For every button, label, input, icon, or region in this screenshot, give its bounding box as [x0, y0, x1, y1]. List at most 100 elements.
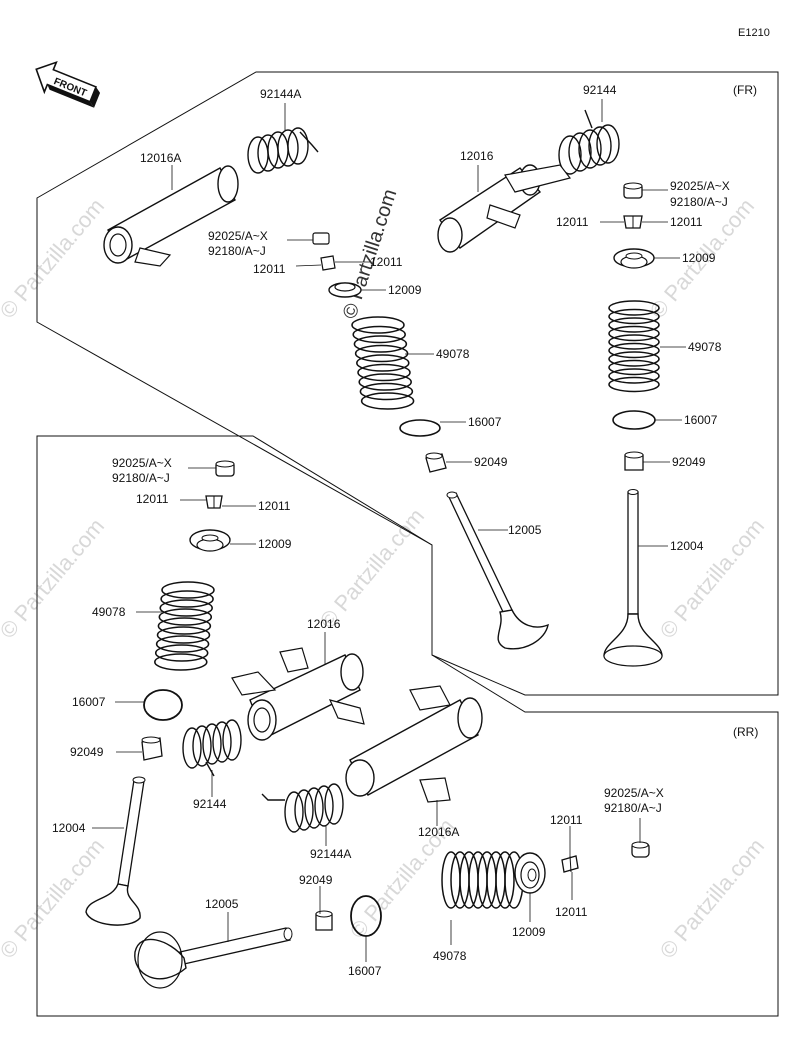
label-49078: 49078 — [688, 340, 722, 354]
spring-coil — [351, 316, 405, 334]
label-92049: 92049 — [672, 455, 706, 469]
label-12009: 12009 — [682, 251, 716, 265]
spring-coil — [608, 317, 660, 333]
label-12009: 12009 — [512, 925, 546, 939]
label-92025: 92025/A~X — [112, 456, 172, 470]
spring-coil — [354, 344, 409, 363]
valve-collet-icon — [320, 255, 336, 271]
watermarks: © Partzilla.com © Partzilla.com © Partzi… — [0, 194, 769, 964]
spring-coil — [161, 581, 215, 599]
label-92144: 92144 — [583, 83, 617, 97]
torsion-spring-icon — [182, 719, 242, 777]
spring-coil — [358, 373, 412, 391]
label-12011: 12011 — [556, 215, 589, 229]
spring-retainer-icon — [514, 852, 546, 894]
spring-retainer-icon — [613, 248, 655, 269]
spring-coil — [352, 325, 406, 344]
rocker-arm-icon — [437, 164, 572, 253]
spring-coil — [159, 599, 213, 617]
label-12004: 12004 — [670, 539, 704, 553]
valve-spring-icon — [154, 581, 215, 671]
stem-seal-icon — [141, 736, 163, 761]
valve-collet-icon — [623, 215, 643, 229]
rocker-arm-icon — [231, 647, 365, 741]
spring-coil — [158, 608, 213, 626]
spring-coil — [156, 626, 211, 644]
label-92144a: 92144A — [260, 87, 301, 101]
label-12011: 12011 — [670, 215, 703, 229]
label-92049: 92049 — [299, 873, 333, 887]
label-49078: 49078 — [92, 605, 126, 619]
spring-coil — [608, 300, 660, 316]
label-12011: 12011 — [555, 905, 588, 919]
stem-seal-icon — [315, 910, 333, 931]
spring-coil — [157, 617, 212, 635]
rocker-arm-icon — [103, 165, 239, 267]
valve-spring-icon — [441, 851, 524, 909]
watermark: © Partzilla.com — [0, 194, 109, 324]
valve-shim-icon — [215, 460, 235, 477]
valve-seal-ring-icon — [143, 689, 183, 721]
label-12011: 12011 — [136, 492, 169, 506]
label-16007: 16007 — [468, 415, 502, 429]
spring-retainer-icon — [189, 529, 231, 552]
label-12016a: 12016A — [140, 151, 181, 165]
label-12009: 12009 — [258, 537, 292, 551]
valve-icon — [85, 776, 146, 926]
label-92025: 92025/A~X — [670, 179, 730, 193]
valve-icon — [134, 927, 293, 989]
front-arrow-icon: FRONT — [35, 60, 101, 108]
label-12005: 12005 — [508, 523, 542, 537]
spring-retainer-icon — [328, 282, 362, 298]
valve-icon — [446, 491, 549, 650]
spring-coil — [154, 644, 209, 662]
watermark: © Partzilla.com — [0, 514, 109, 644]
label-12011: 12011 — [253, 262, 286, 276]
label-92180: 92180/A~J — [670, 195, 728, 209]
label-92180: 92180/A~J — [208, 244, 266, 258]
spring-coil — [360, 392, 415, 410]
spring-coil — [608, 342, 660, 359]
label-92025: 92025/A~X — [604, 786, 664, 800]
spring-coil — [608, 359, 660, 376]
label-92049: 92049 — [70, 745, 104, 759]
label-92180: 92180/A~J — [112, 471, 170, 485]
label-16007: 16007 — [348, 964, 382, 978]
spring-coil — [359, 382, 414, 401]
label-12016: 12016 — [307, 617, 341, 631]
rear-section-label: (RR) — [733, 725, 758, 739]
label-12005: 12005 — [205, 897, 239, 911]
spring-coil — [608, 325, 660, 342]
rear-section-outline — [36, 435, 779, 1017]
label-12011: 12011 — [550, 813, 583, 827]
label-92049: 92049 — [474, 455, 508, 469]
watermark: © Partzilla.com — [655, 514, 769, 644]
watermark: © Partzilla.com — [315, 504, 429, 634]
label-16007: 16007 — [72, 695, 106, 709]
spring-coil — [154, 653, 208, 671]
label-16007: 16007 — [684, 413, 718, 427]
valve-shim-icon — [312, 232, 330, 245]
front-section-outline — [36, 71, 779, 696]
label-12016a: 12016A — [418, 825, 459, 839]
torsion-spring-icon — [558, 109, 620, 175]
label-49078: 49078 — [436, 347, 470, 361]
label-92025: 92025/A~X — [208, 229, 268, 243]
label-12004: 12004 — [52, 821, 86, 835]
valve-seal-ring-icon — [399, 419, 441, 437]
spring-coil — [160, 590, 214, 608]
torsion-spring-icon — [247, 127, 319, 174]
spring-coil — [608, 308, 660, 325]
valve-collet-icon — [561, 855, 579, 873]
front-section-label: (FR) — [733, 83, 757, 97]
rocker-arm-icon — [345, 685, 483, 803]
spring-coil — [495, 851, 515, 909]
label-12011: 12011 — [370, 255, 403, 269]
spring-coil — [357, 363, 411, 382]
label-12011: 12011 — [258, 499, 291, 513]
spring-coil — [608, 368, 660, 384]
spring-coil — [608, 376, 660, 393]
valve-collet-icon — [205, 495, 223, 509]
label-92144a: 92144A — [310, 847, 351, 861]
